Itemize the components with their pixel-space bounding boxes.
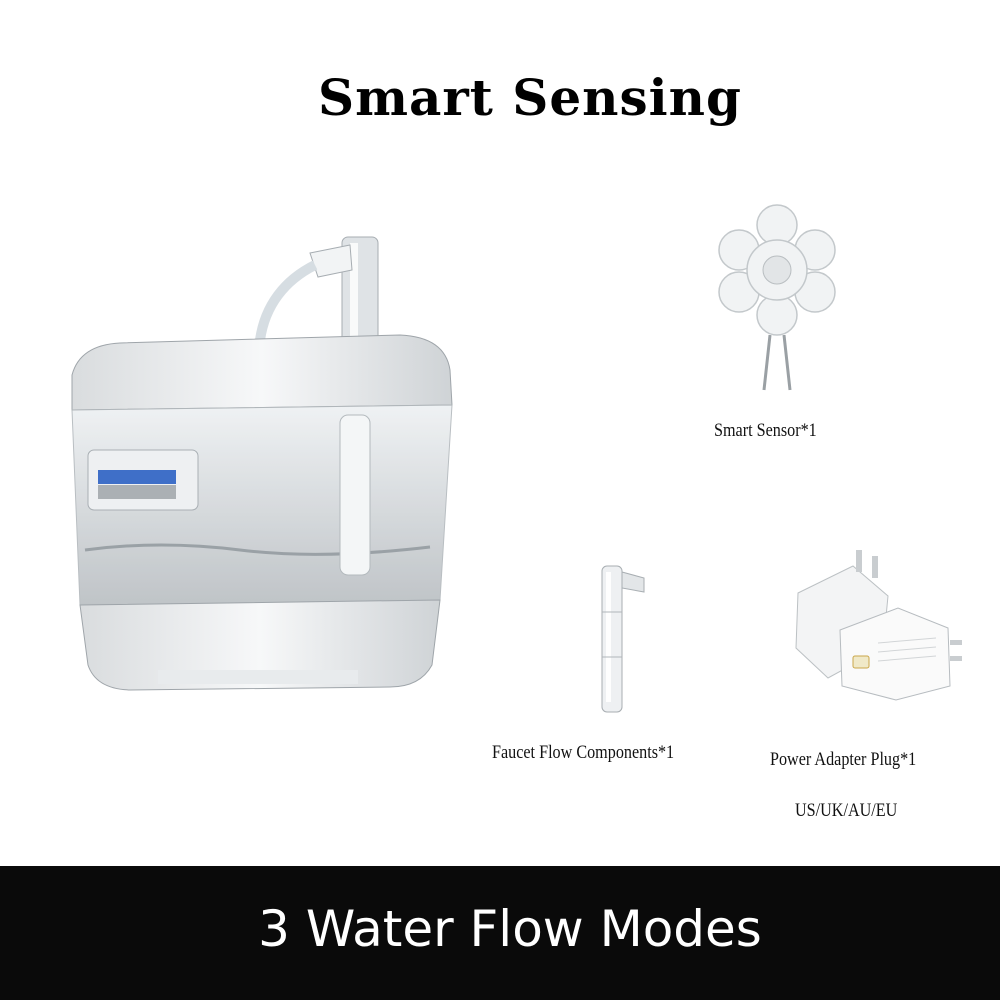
adapter-region-label: US/UK/AU/EU — [795, 800, 898, 821]
smart-sensor-image — [718, 204, 836, 391]
faucet-label: Faucet Flow Components*1 — [492, 742, 675, 763]
pet-fountain-image — [71, 236, 453, 691]
sensor-label: Smart Sensor*1 — [714, 420, 817, 441]
footer-banner — [0, 866, 1000, 1000]
adapter-label: Power Adapter Plug*1 — [770, 749, 917, 770]
footer-text: 3 Water Flow Modes — [258, 900, 762, 958]
faucet-component-image — [601, 565, 645, 713]
page-title: Smart Sensing — [318, 68, 742, 127]
power-adapter-image — [795, 550, 962, 701]
